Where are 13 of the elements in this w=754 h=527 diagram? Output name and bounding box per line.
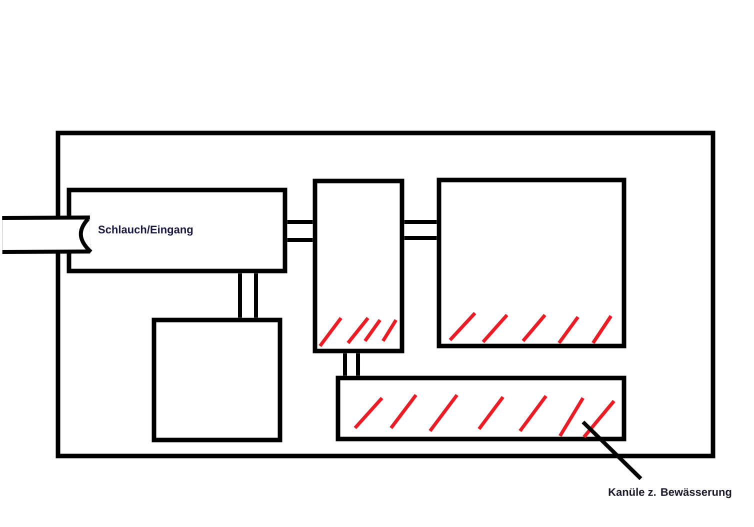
hose <box>2 216 92 254</box>
callout-text: Kanüle z. Bewässerung <box>608 488 732 498</box>
leader-line <box>582 420 642 480</box>
chamber-box <box>336 376 626 442</box>
chamber-box <box>312 178 404 354</box>
housing-frame <box>56 130 716 458</box>
inlet-box: Schlauch/Eingang <box>66 188 288 274</box>
chamber-box <box>436 178 626 348</box>
pipe <box>343 353 360 376</box>
pipe <box>287 220 313 242</box>
pipe <box>238 273 258 318</box>
pipe <box>404 220 437 240</box>
chamber-box <box>152 318 282 442</box>
